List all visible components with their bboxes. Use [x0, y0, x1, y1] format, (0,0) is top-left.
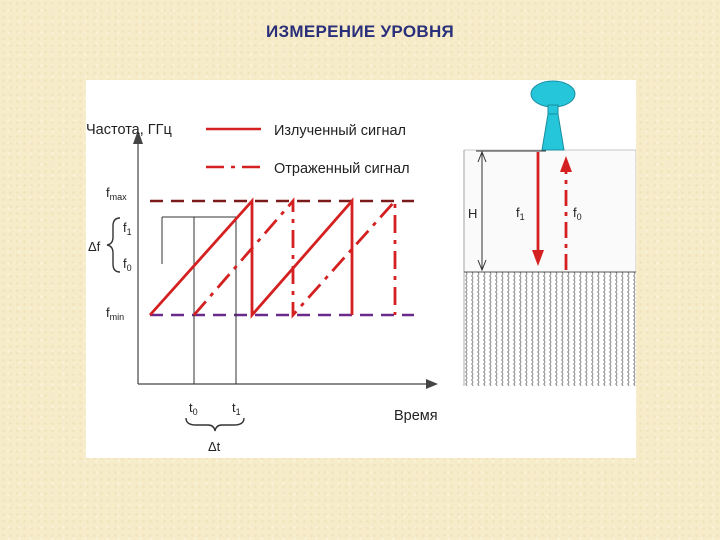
t0-label: t0	[189, 400, 198, 417]
x-axis-label: Время	[394, 408, 438, 424]
t1-label: t1	[232, 400, 241, 417]
level-measurement-diagram: Частота, ГГц Время Излученный сигнал Отр…	[86, 80, 636, 454]
tank-f1-label: f1	[516, 205, 525, 222]
page-title: ИЗМЕРЕНИЕ УРОВНЯ	[265, 22, 455, 41]
diagram-panel: Частота, ГГц Время Излученный сигнал Отр…	[86, 80, 636, 458]
reflected-signal	[192, 197, 397, 319]
antenna-icon	[530, 80, 576, 151]
tank-f0-label: f0	[573, 205, 582, 222]
delta-t-label: Δt	[208, 439, 221, 454]
reflected-beam-arrow	[560, 156, 572, 172]
height-arrow-bottom	[477, 259, 487, 272]
legend-reflected-label: Отраженный сигнал	[274, 161, 410, 177]
y-axis-arrow	[133, 130, 143, 144]
fmin-label: fmin	[106, 305, 124, 322]
liquid-surface-fill	[464, 272, 636, 386]
delta-t-brace	[185, 417, 245, 432]
f0-label: f0	[123, 256, 132, 273]
x-axis-arrow	[426, 379, 438, 389]
delta-f-label: Δf	[88, 239, 101, 254]
height-arrow-top	[477, 150, 487, 163]
delta-f-brace	[106, 217, 121, 273]
height-label: H	[468, 206, 477, 221]
tank-air-space	[463, 149, 636, 273]
emitted-signal	[148, 197, 354, 319]
y-axis-label: Частота, ГГц	[86, 122, 172, 138]
legend-emitted-label: Излученный сигнал	[274, 123, 406, 139]
emitted-beam-arrow	[532, 250, 544, 266]
f1-label: f1	[123, 220, 132, 237]
fmax-label: fmax	[106, 185, 127, 202]
